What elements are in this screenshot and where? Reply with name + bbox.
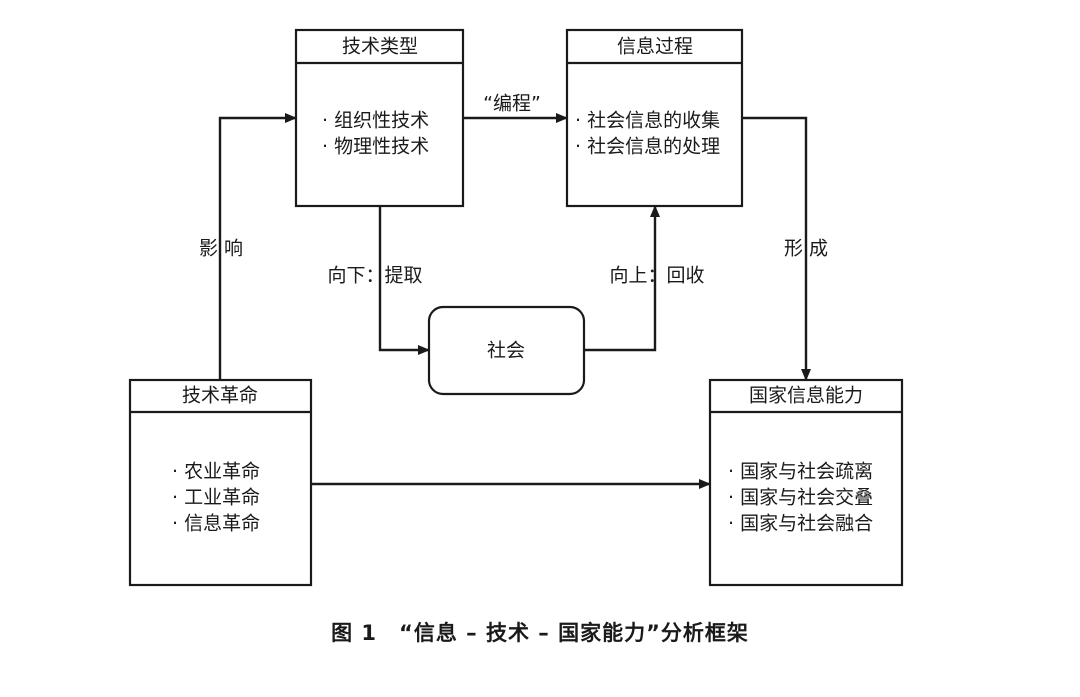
box-tech-revolution-item: · 工业革命 xyxy=(172,487,260,509)
edge-label-influence: 影 响 xyxy=(199,238,243,260)
node-society-label: 社会 xyxy=(487,340,525,362)
box-tech-type-title: 技术类型 xyxy=(342,36,418,58)
edge-up-recover xyxy=(584,205,660,352)
box-tech-revolution: 技术革命 · 农业革命 · 工业革命 · 信息革命 xyxy=(128,378,313,587)
box-state-capacity: 国家信息能力 · 国家与社会疏离 · 国家与社会交叠 · 国家与社会融合 xyxy=(708,378,904,587)
box-tech-revolution-item: · 信息革命 xyxy=(172,513,260,535)
edge-label-programming: “编程” xyxy=(483,93,541,115)
figure-caption: 图 1 “信息 – 技术 – 国家能力”分析框架 xyxy=(331,621,749,645)
node-society: 社会 xyxy=(427,305,586,396)
box-tech-revolution-item: · 农业革命 xyxy=(172,461,260,483)
box-tech-revolution-title: 技术革命 xyxy=(182,385,258,407)
box-state-capacity-item: · 国家与社会交叠 xyxy=(728,487,873,509)
box-state-capacity-item: · 国家与社会融合 xyxy=(728,513,873,535)
box-info-process: 信息过程 · 社会信息的收集 · 社会信息的处理 xyxy=(565,28,744,208)
edge-down-extract xyxy=(378,206,430,355)
edge-label-down-extract: 向下：提取 xyxy=(327,265,422,287)
box-tech-type: 技术类型 · 组织性技术 · 物理性技术 xyxy=(294,28,465,208)
box-state-capacity-item: · 国家与社会疏离 xyxy=(728,461,873,483)
box-tech-type-item: · 物理性技术 xyxy=(322,136,429,158)
edge-revolution-to-techtype xyxy=(218,113,297,380)
edge-label-up-recover: 向上：回收 xyxy=(609,265,704,287)
box-info-process-title: 信息过程 xyxy=(617,36,693,58)
edge-form xyxy=(742,116,811,381)
box-state-capacity-title: 国家信息能力 xyxy=(749,385,863,407)
box-info-process-item: · 社会信息的处理 xyxy=(575,136,720,158)
edge-label-form: 形 成 xyxy=(784,238,828,260)
box-tech-type-item: · 组织性技术 xyxy=(322,110,429,132)
box-info-process-item: · 社会信息的收集 xyxy=(575,110,720,132)
